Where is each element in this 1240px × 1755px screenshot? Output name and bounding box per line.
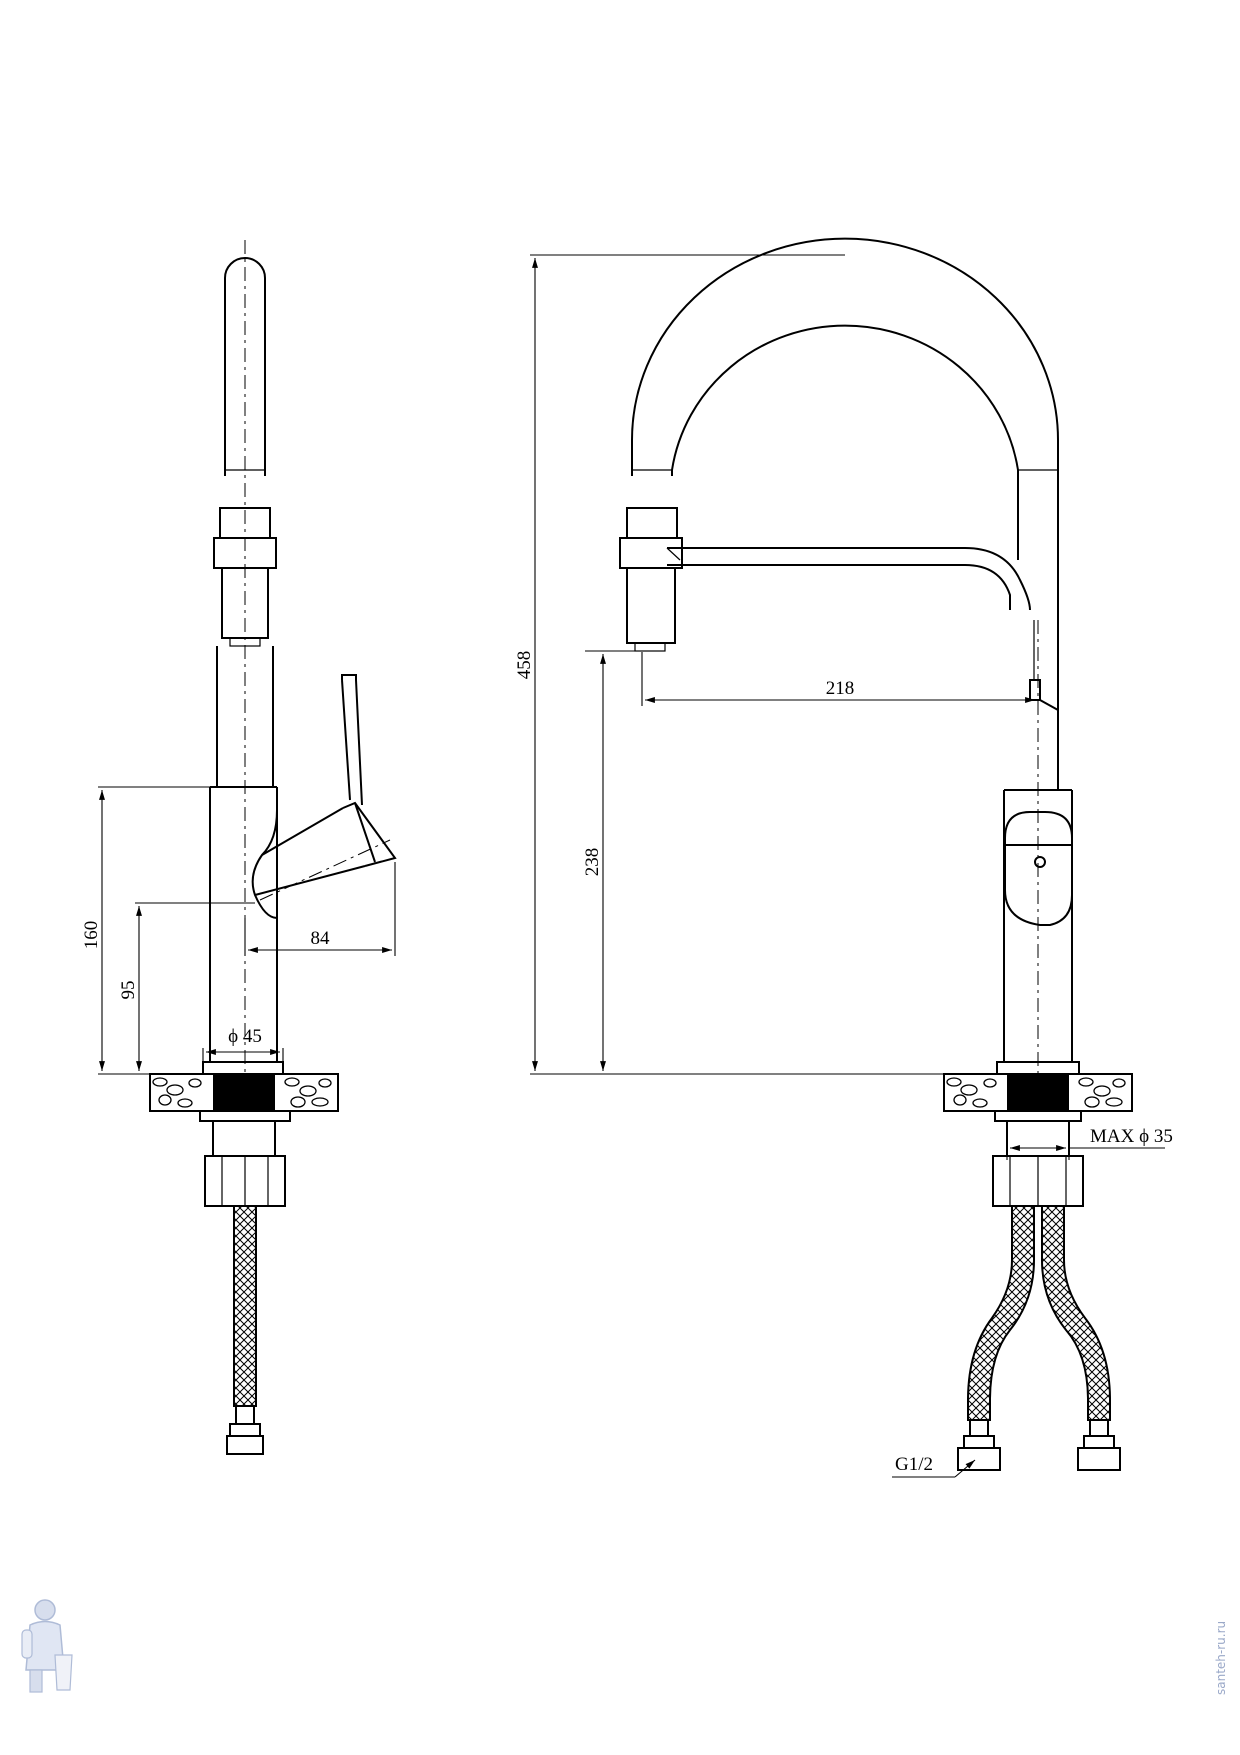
dim-side-height: 160: [81, 921, 102, 950]
front-view: 458 238 218 MAX ϕ 35 G1/2: [514, 237, 1173, 1478]
watermark: santeh-ru.ru: [21, 1599, 1228, 1695]
dim-front-outlet-height: 238: [582, 848, 603, 877]
side-view: 160 95 84 ϕ 45: [81, 240, 397, 1455]
dim-front-connection-thread: G1/2: [895, 1454, 933, 1475]
plumber-mascot-icon: [21, 1599, 73, 1693]
dim-front-max-hole: MAX ϕ 35: [1090, 1126, 1173, 1147]
dim-front-total-height: 458: [514, 651, 535, 680]
watermark-text: santeh-ru.ru: [1214, 1621, 1228, 1695]
dim-side-lever-reach: 84: [311, 928, 331, 949]
countertop-stone-side: [152, 1077, 332, 1108]
dim-front-spout-reach: 218: [826, 678, 855, 699]
dim-side-base-diameter: ϕ 45: [228, 1026, 262, 1047]
countertop-stone-front: [946, 1077, 1126, 1108]
dim-side-lever-height: 95: [118, 981, 139, 1000]
